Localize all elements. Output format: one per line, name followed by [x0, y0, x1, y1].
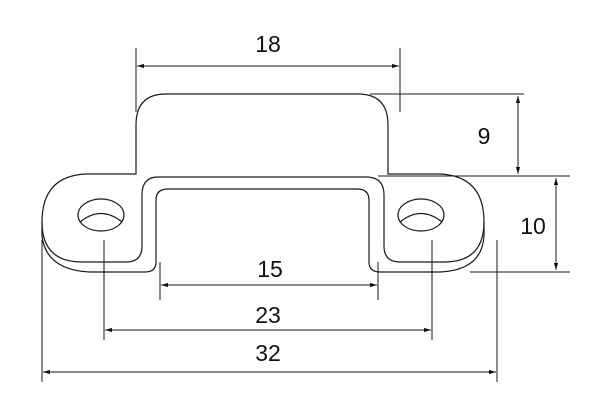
bracket-outer-outline — [41, 93, 485, 263]
label-top-width: 18 — [255, 31, 281, 57]
label-hole-spacing: 23 — [255, 302, 281, 328]
label-inner-width: 15 — [257, 256, 283, 282]
label-overall-length: 32 — [255, 340, 281, 366]
bracket-part — [41, 93, 485, 273]
hole-inner-edge-left — [79, 212, 123, 223]
mounting-hole-right — [397, 198, 445, 232]
bracket-bottom-edge-left — [41, 188, 485, 273]
mounting-hole-left — [77, 198, 125, 232]
label-base-height: 10 — [520, 213, 546, 239]
extension-lines — [41, 48, 570, 382]
hole-inner-edge-right — [399, 212, 443, 223]
label-raised-height: 9 — [478, 123, 491, 149]
